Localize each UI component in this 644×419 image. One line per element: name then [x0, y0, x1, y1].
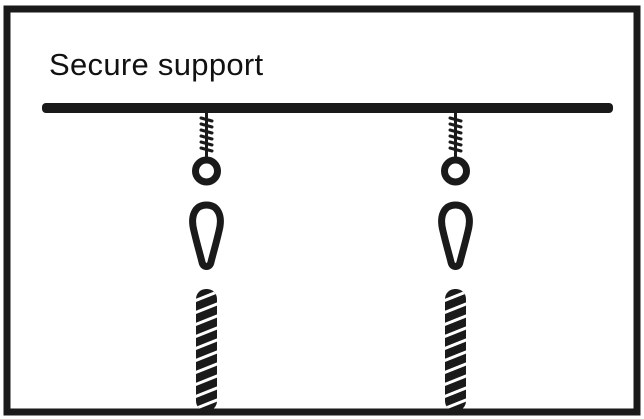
- left-hanger: [189, 111, 224, 411]
- right-screw-eye: [441, 156, 470, 186]
- support-bar: [42, 103, 613, 113]
- right-rope: [445, 289, 466, 411]
- left-snap-hook: [189, 201, 224, 270]
- right-snap-hook: [438, 201, 473, 270]
- right-screw-thread: [448, 111, 463, 159]
- left-screw-thread: [199, 111, 214, 159]
- left-rope: [196, 289, 217, 411]
- diagram-title: Secure support: [49, 47, 264, 82]
- right-hanger: [438, 111, 473, 411]
- left-screw-eye: [192, 156, 221, 186]
- panel-border: [3, 5, 641, 416]
